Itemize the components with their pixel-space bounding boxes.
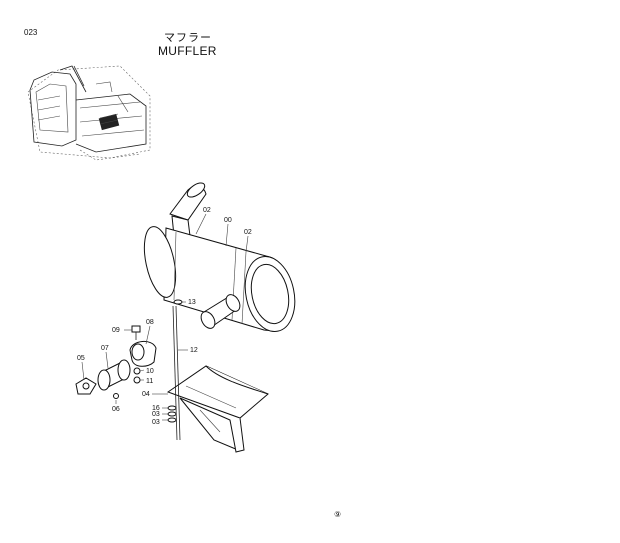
callout-03-upper: 03 <box>152 411 160 418</box>
exhaust-elbow-pipe <box>169 182 207 237</box>
callout-05: 05 <box>77 355 85 362</box>
page-title-japanese: マフラー <box>164 31 212 44</box>
gasket-05 <box>75 377 97 395</box>
callout-04: 04 <box>142 391 150 398</box>
callout-16: 16 <box>152 405 160 412</box>
callout-labels: 02 00 02 13 12 08 09 07 05 10 11 06 04 1… <box>77 207 252 426</box>
page-title: MUFFLER <box>158 44 217 58</box>
callout-12: 12 <box>190 347 198 354</box>
clamp-08 <box>129 341 157 367</box>
muffler-body <box>143 226 296 333</box>
callout-11: 11 <box>146 378 153 385</box>
callout-02-upper: 02 <box>203 207 211 214</box>
callout-02-lower: 02 <box>244 229 252 236</box>
page-number: 023 <box>24 28 38 37</box>
flange-07 <box>97 359 131 391</box>
callout-03-lower: 03 <box>152 419 160 426</box>
bolt-09 <box>131 325 141 340</box>
leader-lines <box>81 213 249 421</box>
washer-11 <box>133 376 141 384</box>
clip-13 <box>173 299 183 305</box>
callout-09: 09 <box>112 327 120 334</box>
callout-08: 08 <box>146 319 154 326</box>
stay-rod <box>172 305 181 441</box>
callout-10: 10 <box>146 368 154 375</box>
excavator-location-thumbnail <box>27 65 151 161</box>
washers-16-03 <box>167 405 177 423</box>
bolt-06 <box>113 393 119 399</box>
nut-10 <box>133 367 141 375</box>
callout-00: 00 <box>224 217 232 224</box>
callout-13: 13 <box>188 299 196 306</box>
footer-mark: ⑨ <box>334 510 341 519</box>
muffler-support-bracket <box>166 365 269 453</box>
callout-07: 07 <box>101 345 109 352</box>
callout-06: 06 <box>112 406 120 413</box>
